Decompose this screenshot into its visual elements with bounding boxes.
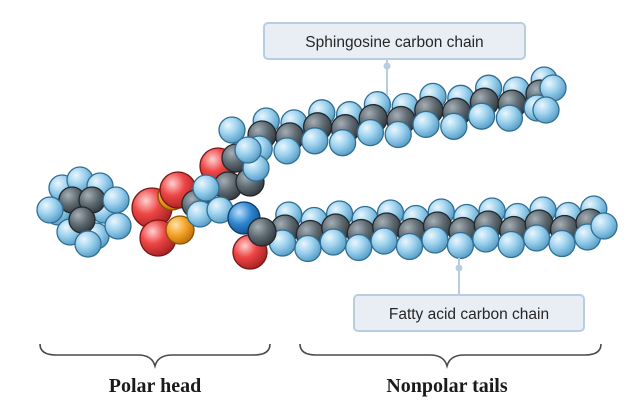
carbon-atom <box>247 217 277 247</box>
hydrogen-atom <box>497 230 525 259</box>
hydrogen-atom <box>532 96 560 124</box>
fatty-acid-callout-box <box>353 294 585 332</box>
hydrogen-atom <box>384 120 412 149</box>
sphingosine-callout: Sphingosine carbon chain <box>263 22 526 95</box>
sphingosine-chain-model <box>245 66 567 165</box>
fatty-acid-callout: Fatty acid carbon chain <box>353 258 585 332</box>
hydrogen-atom <box>440 112 468 140</box>
carbon-atom <box>68 206 96 234</box>
fatty-acid-callout-label: Fatty acid carbon chain <box>389 306 549 323</box>
hydrogen-atom <box>548 229 576 258</box>
sphingosine-callout-box <box>263 22 526 60</box>
nonpolar-tails-brace <box>299 343 602 370</box>
hydrogen-atom <box>273 137 301 165</box>
phosphorus-atom <box>165 215 195 245</box>
hydrogen-atom <box>294 234 322 263</box>
hydrogen-atom <box>522 224 551 252</box>
hydrogen-atom <box>345 233 373 262</box>
hydrogen-atom <box>192 174 220 202</box>
hydrogen-atom <box>472 225 500 253</box>
hydrogen-atom <box>74 230 102 258</box>
polar-head-label: Polar head <box>109 375 201 397</box>
hydrogen-atom <box>319 228 347 256</box>
hydrogen-atom <box>102 186 130 214</box>
hydrogen-atom <box>467 102 496 130</box>
sphingosine-pointer-dot <box>383 62 391 70</box>
hydrogen-atom <box>395 232 424 261</box>
nonpolar-tails-label: Nonpolar tails <box>386 375 508 397</box>
polar-head-brace <box>39 343 271 370</box>
hydrogen-atom <box>370 227 398 255</box>
hydrogen-atom <box>218 116 246 144</box>
fatty-acid-pointer-dot <box>455 264 463 272</box>
hydrogen-atom <box>446 231 475 260</box>
hydrogen-atom <box>412 110 440 139</box>
polar-head-model <box>36 116 277 270</box>
hydrogen-atom <box>36 196 64 224</box>
hydrogen-atom <box>421 226 449 254</box>
hydrogen-atom <box>328 129 357 157</box>
hydrogen-atom <box>356 118 385 147</box>
hydrogen-atom <box>104 212 132 240</box>
hydrogen-atom <box>301 127 329 155</box>
sphingosine-callout-label: Sphingosine carbon chain <box>305 34 483 51</box>
hydrogen-atom <box>590 212 618 240</box>
fatty-acid-chain-model <box>268 195 618 263</box>
hydrogen-atom <box>495 104 524 132</box>
hydrogen-atom <box>234 136 262 164</box>
